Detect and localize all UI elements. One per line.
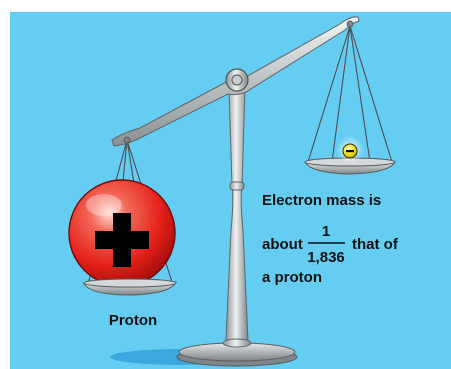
fraction-numerator: 1 [322, 223, 330, 240]
minus-icon [346, 150, 354, 152]
proton-label: Proton [109, 312, 157, 329]
caption-line-3: a proton [262, 269, 322, 286]
caption-that-of: that of [352, 236, 399, 253]
pivot-knob [226, 69, 248, 91]
fraction-denominator: 1,836 [307, 249, 345, 266]
electron-particle [336, 136, 364, 164]
caption-line-1: Electron mass is [262, 192, 381, 209]
caption-about: about [262, 236, 303, 253]
